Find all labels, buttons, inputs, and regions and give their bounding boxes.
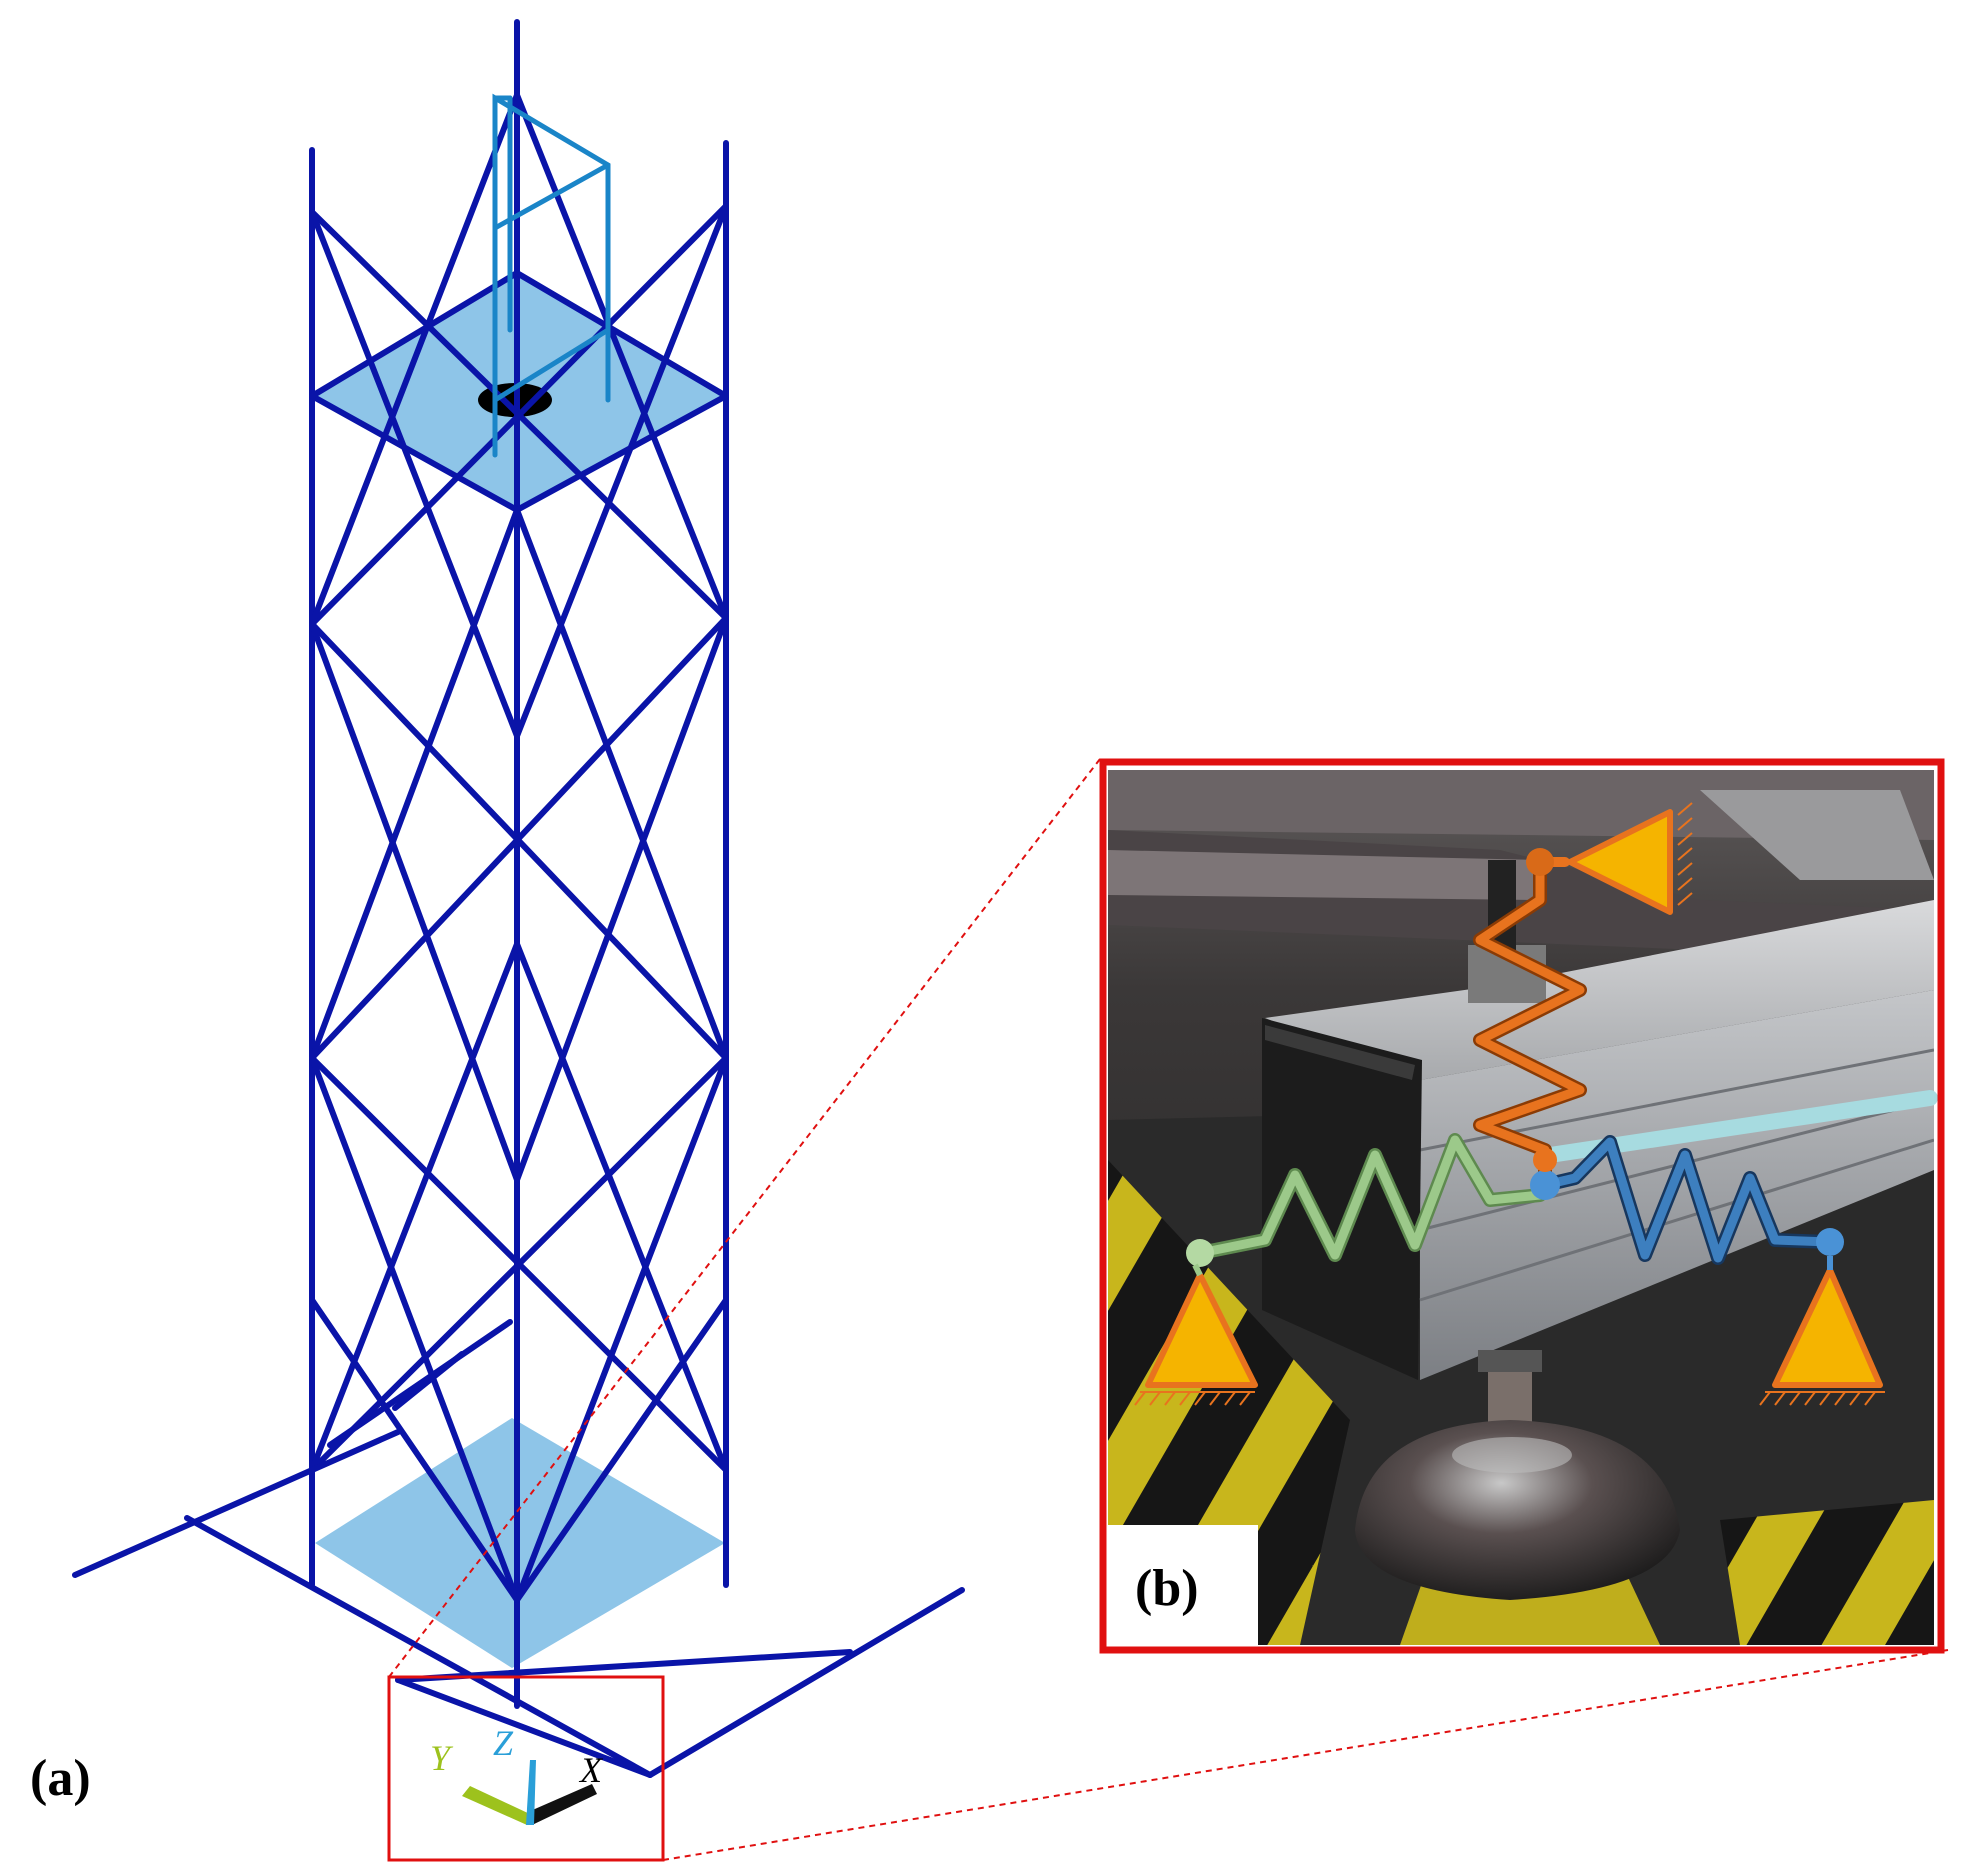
axis-x-arrow xyxy=(528,1784,597,1825)
axis-z-label: Z xyxy=(493,1723,514,1763)
coordinate-axes: X Y Z xyxy=(430,1723,604,1825)
axis-y-label: Y xyxy=(430,1738,454,1778)
top-frame xyxy=(492,93,611,458)
zoom-connector-bottom xyxy=(662,1649,1949,1861)
panel-a-label: (a) xyxy=(30,1750,91,1807)
zoom-region-box xyxy=(387,1675,665,1862)
tower-model xyxy=(72,19,965,1778)
support-right xyxy=(1759,1256,1885,1406)
panel-b-label: (b) xyxy=(1135,1560,1199,1617)
support-detail-photo: (b) xyxy=(1099,758,1945,1654)
lattice-bracing xyxy=(309,92,729,1603)
right-spring xyxy=(1530,1135,1844,1265)
base-frame xyxy=(72,1429,965,1778)
axis-x-label: X xyxy=(578,1750,604,1790)
vertical-spring xyxy=(1473,848,1587,1185)
panel-b-frame xyxy=(1099,758,1945,1654)
support-left xyxy=(1134,1263,1258,1406)
support-top xyxy=(1567,802,1693,915)
left-spring xyxy=(1186,1133,1547,1267)
axis-y-arrow xyxy=(462,1786,532,1825)
spring-model xyxy=(1134,802,1938,1406)
axis-z-arrow xyxy=(526,1760,536,1825)
panel-b-label-box xyxy=(1108,1525,1258,1645)
beam-top-face xyxy=(1265,900,1934,1080)
beam-end-cap xyxy=(1262,1018,1422,1380)
dome-foot xyxy=(1355,1420,1680,1600)
